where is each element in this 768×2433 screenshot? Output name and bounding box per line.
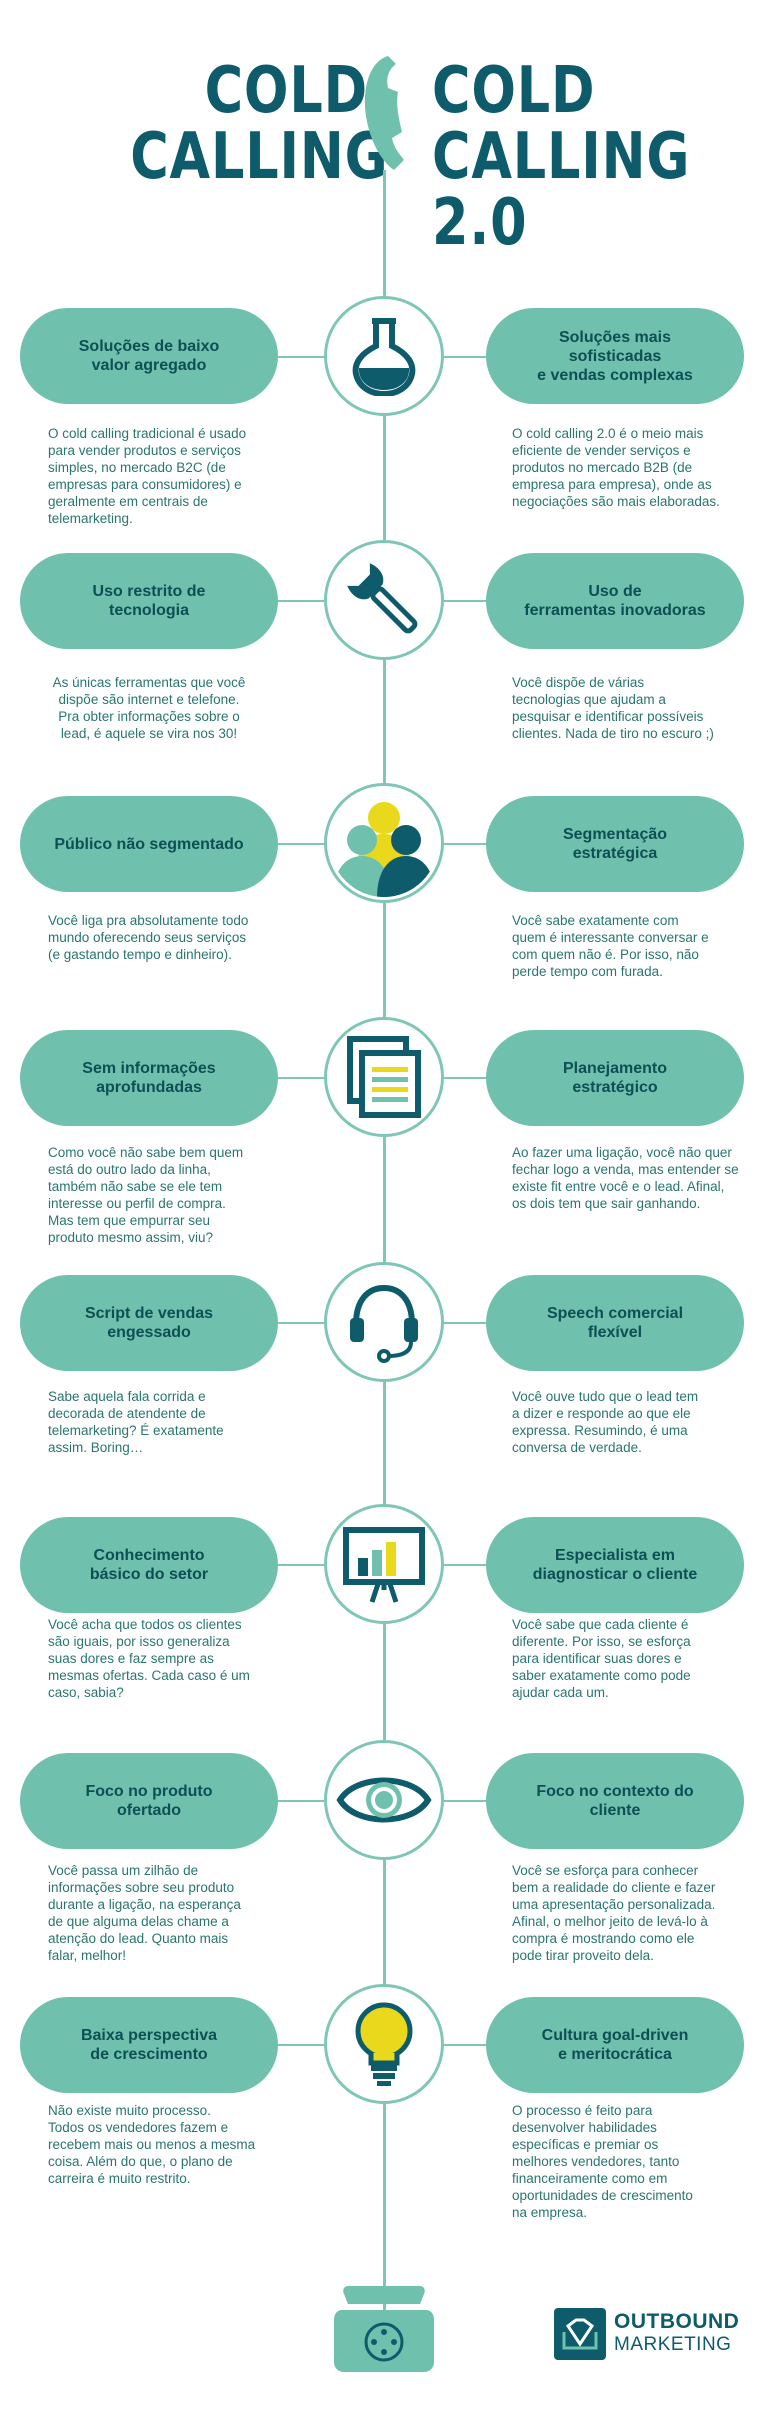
left-desc-2: As únicas ferramentas que você dispõe sã… [52,675,246,741]
right-desc-2: Você dispõe de várias tecnologias que aj… [512,675,714,741]
outbound-marketing-logo-icon [554,2308,606,2360]
left-desc-3: Você liga pra absolutamente todo mundo o… [48,913,249,962]
icon-circle-8 [324,1984,444,2104]
phone-handset-icon [364,56,404,170]
icon-circle-2 [324,540,444,660]
left-label-5: Script de vendas engessado [20,1275,278,1371]
right-label-1: Soluções mais sofisticadas e vendas comp… [486,308,744,404]
icon-circle-7 [324,1740,444,1860]
icon-circle-4 [324,1017,444,1137]
right-desc-8: O processo é feito para desenvolver habi… [512,2103,693,2220]
left-label-8: Baixa perspectiva de crescimento [20,1997,278,2093]
telephone-base-icon [334,2286,434,2372]
wrench-icon [347,563,418,634]
eye-icon [336,1777,432,1823]
headset-icon [350,1284,418,1363]
right-desc-1: O cold calling 2.0 é o meio mais eficien… [512,426,720,509]
icon-circle-6 [324,1504,444,1624]
left-label-7: Foco no produto ofertado [20,1753,278,1849]
left-desc-8: Não existe muito processo. Todos os vend… [48,2103,256,2186]
icon-circle-1 [324,296,444,416]
right-label-6: Especialista em diagnosticar o cliente [486,1517,744,1613]
left-title: COLD CALLING [130,54,389,194]
right-label-2: Uso de ferramentas inovadoras [486,553,744,649]
left-desc-5: Sabe aquela fala corrida e decorada de a… [48,1389,224,1455]
documents-icon [347,1036,421,1118]
icon-circle-3 [324,783,444,903]
left-desc-7: Você passa um zilhão de informações sobr… [48,1863,241,1963]
icon-circle-5 [324,1262,444,1382]
lightbulb-icon [355,2002,413,2086]
left-desc-6: Você acha que todos os clientes são igua… [48,1617,250,1700]
left-label-1: Soluções de baixo valor agregado [20,308,278,404]
left-desc-4: Como você não sabe bem quem está do outr… [48,1145,244,1245]
logo-line-1: OUTBOUND [614,2310,740,2333]
presentation-board-icon [343,1527,425,1603]
left-label-4: Sem informações aprofundadas [20,1030,278,1126]
left-label-3: Público não segmentado [20,796,278,892]
timeline-line [383,170,386,2310]
right-desc-7: Você se esforça para conhecer bem a real… [512,1863,716,1963]
right-label-8: Cultura goal-driven e meritocrática [486,1997,744,2093]
right-label-3: Segmentação estratégica [486,796,744,892]
flask-icon [352,318,416,396]
right-desc-5: Você ouve tudo que o lead tem a dizer e … [512,1389,699,1455]
right-desc-6: Você sabe que cada cliente é diferente. … [512,1617,691,1700]
right-label-7: Foco no contexto do cliente [486,1753,744,1849]
right-title: COLD CALLING 2.0 [432,54,691,260]
people-icon [333,802,435,897]
left-label-2: Uso restrito de tecnologia [20,553,278,649]
left-desc-1: O cold calling tradicional é usado para … [48,426,247,526]
right-label-4: Planejamento estratégico [486,1030,744,1126]
right-label-5: Speech comercial flexível [486,1275,744,1371]
right-desc-3: Você sabe exatamente com quem é interess… [512,913,709,979]
right-desc-4: Ao fazer uma ligação, você não quer fech… [512,1145,739,1211]
left-label-6: Conhecimento básico do setor [20,1517,278,1613]
logo-line-2: MARKETING [614,2334,732,2355]
